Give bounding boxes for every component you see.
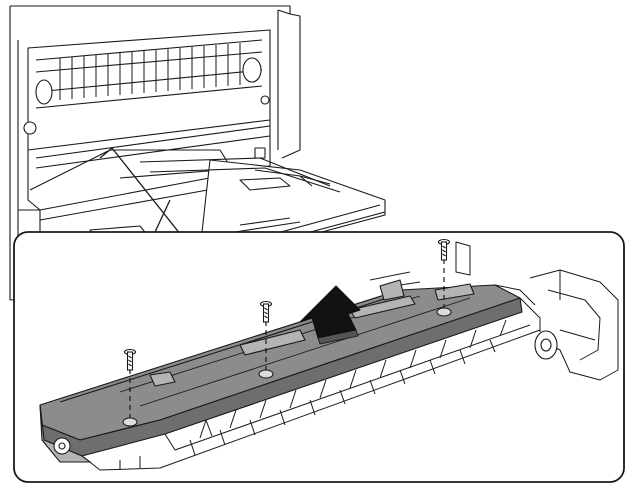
detail-panel-content: [39, 238, 619, 471]
screw-right-icon: [437, 238, 451, 261]
screw-left-icon: [123, 348, 137, 371]
screw-center-icon: [259, 300, 273, 323]
up-arrow-icon: [299, 285, 361, 345]
paper-guide-plate: [39, 279, 523, 457]
lower-guide: [81, 284, 541, 471]
